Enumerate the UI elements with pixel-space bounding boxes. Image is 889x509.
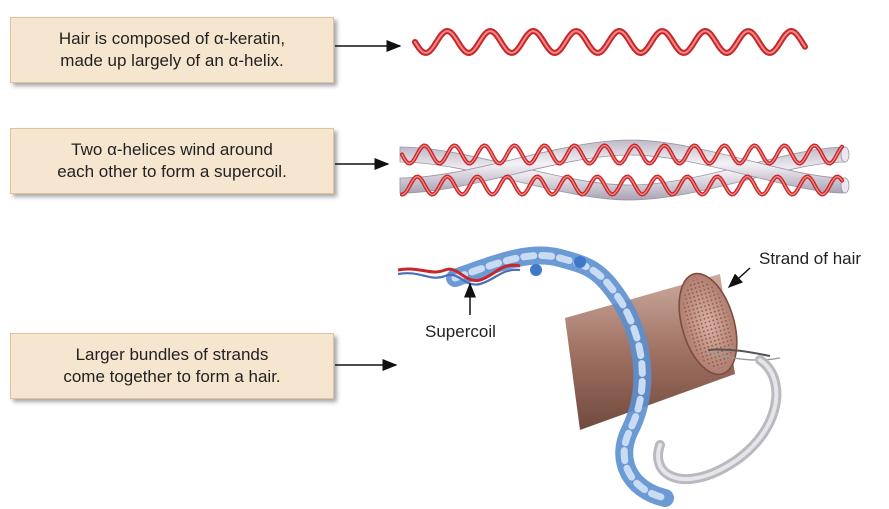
supercoil-illustration <box>400 140 849 200</box>
strand-pointer <box>729 268 750 287</box>
hair-strand-illustration <box>398 255 780 498</box>
label-strand-of-hair: Strand of hair <box>759 249 861 269</box>
label-supercoil: Supercoil <box>425 322 496 342</box>
alpha-helix <box>415 31 805 53</box>
